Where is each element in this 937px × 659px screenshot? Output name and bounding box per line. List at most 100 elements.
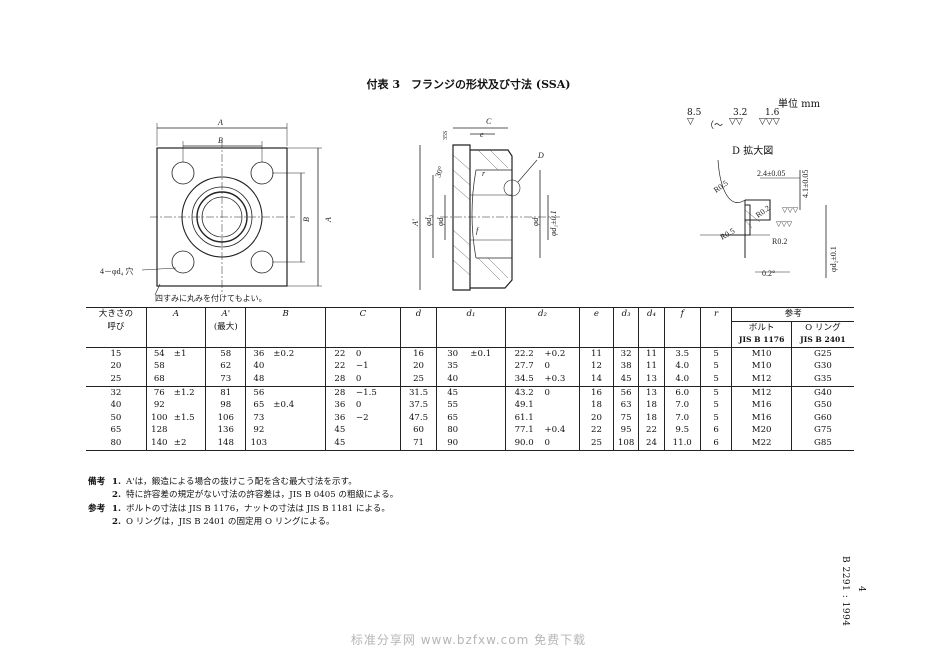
cell-btol <box>271 412 325 425</box>
cell-a1: 136 <box>205 424 246 437</box>
cell-oring: G60 <box>790 411 854 425</box>
cell-c: 36 <box>324 399 354 412</box>
note-text: O リングは，JIS B 2401 の固定用 O リングによる。 <box>126 517 335 528</box>
note-tag: 備考 <box>88 477 106 487</box>
cell-size: 80 <box>86 436 147 451</box>
cell-d: 16 <box>400 347 437 361</box>
cell-bolt: M10 <box>731 347 792 361</box>
th-size-2: 呼び <box>107 322 125 333</box>
cell-r: 5 <box>699 399 732 412</box>
cell-d4: 24 <box>638 436 665 451</box>
cell-d1tol: ±0.1 <box>470 348 492 359</box>
cell-oring: G75 <box>790 424 854 437</box>
cell-a: 68 <box>145 372 172 387</box>
dim-d3-label: φd₃ <box>424 215 433 226</box>
th-d4: d₄ <box>638 307 665 322</box>
cell-a: 58 <box>145 360 172 373</box>
finish-value-b: 3.2 <box>733 108 748 118</box>
finish-paren: （～ <box>705 121 724 131</box>
cell-d1tol <box>468 360 505 373</box>
cell-bolt: M20 <box>731 424 792 437</box>
cell-f: 7.0 <box>663 411 701 425</box>
cell-d4: 13 <box>638 372 665 387</box>
cell-ctol: 0 <box>355 348 362 359</box>
cell-c: 45 <box>324 424 354 437</box>
cell-a: 92 <box>145 399 172 412</box>
th-B: B <box>245 307 326 322</box>
finish-tri-3: ▽▽▽ <box>759 117 780 127</box>
cell-r: 5 <box>699 347 732 361</box>
cell-b: 92 <box>245 424 272 437</box>
detail-finish-1: ▽▽▽ <box>782 206 799 214</box>
cell-d4: 22 <box>638 424 665 437</box>
th-A: A <box>145 307 206 322</box>
cell-c: 36 <box>324 411 354 425</box>
cell-f: 11.0 <box>663 436 701 451</box>
cell-b: 65 <box>245 399 272 412</box>
cell-f: 7.0 <box>663 399 701 412</box>
dim-A1-label: A' <box>411 219 420 227</box>
cell-b: 103 <box>245 436 272 451</box>
cell-d2tol <box>542 399 579 412</box>
cell-d2tol: 0 <box>542 436 580 451</box>
cell-f: 4.0 <box>663 360 701 373</box>
finish-tri-2: ▽▽ <box>729 117 743 127</box>
cell-r: 6 <box>699 436 732 451</box>
cell-d2: 61.1 <box>504 411 543 425</box>
cell-oring: G85 <box>790 436 854 451</box>
th-A1: A' <box>205 307 246 322</box>
cell-d4: 11 <box>638 360 665 373</box>
note-text: A'は，鍛造による場合の抜けこう配を含む最大寸法を示す。 <box>126 477 357 487</box>
cell-d3: 38 <box>612 360 639 373</box>
cell-d2: 90.0 <box>504 436 543 451</box>
cell-d2: 22.2 <box>504 347 543 361</box>
detail-r4-label: R0.2 <box>772 237 787 246</box>
cell-e: 16 <box>579 385 614 400</box>
detail-angle-label: 0.2° <box>762 269 775 278</box>
dim-f-label: f <box>476 226 480 235</box>
front-view <box>141 123 322 296</box>
cell-d1tol <box>468 424 505 437</box>
cell-d1: 65 <box>436 411 469 425</box>
cell-d1tol <box>468 385 506 400</box>
dim-d-left-label: φd <box>436 217 445 226</box>
cell-a1: 62 <box>205 360 246 373</box>
note-row: 2. O リングは，JIS B 2401 の固定用 O リングによる。 <box>88 516 398 529</box>
cell-btol <box>271 436 326 451</box>
detail-D-label: D <box>537 151 544 160</box>
cell-f: 4.0 <box>663 372 701 387</box>
cell-d1tol <box>468 373 505 386</box>
cell-b: 73 <box>245 411 272 425</box>
detail-width-label: 2.4±0.05 <box>757 169 785 178</box>
cell-e: 14 <box>579 372 614 387</box>
th-bolt: ボルト <box>731 321 792 335</box>
cell-e: 20 <box>579 411 614 425</box>
th-oring: O リング <box>790 321 854 335</box>
cell-size: 20 <box>110 361 122 372</box>
detail-height-label: 4.1±0.05 <box>801 170 810 198</box>
th-bolt-std: JIS B 1176 <box>731 334 792 348</box>
cell-d1: 55 <box>436 399 469 412</box>
cell-a: 128 <box>145 424 172 437</box>
page-number: 4 <box>856 586 866 592</box>
finish-value-c: 1.6 <box>765 108 780 118</box>
cell-c: 22 <box>324 347 354 361</box>
dim-e-label: e <box>480 130 484 139</box>
th-A1-sub: (最大) <box>205 321 246 335</box>
cell-e: 25 <box>579 436 614 451</box>
surface-finish-symbols: 8.5 ▽ （～ 3.2 ▽▽ 1.6 ▽▽▽ <box>683 108 813 134</box>
cell-d1: 35 <box>436 360 469 373</box>
cell-a1: 98 <box>205 399 246 412</box>
cell-atol <box>172 399 206 412</box>
angle-label: 30° <box>433 165 445 179</box>
cell-d4: 18 <box>638 399 665 412</box>
note-text: ボルトの寸法は JIS B 1176，ナットの寸法は JIS B 1181 によ… <box>126 503 390 514</box>
cell-d4: 18 <box>638 411 665 425</box>
finish-value-a: 8.5 <box>687 108 702 118</box>
r-label: r <box>482 169 486 178</box>
cell-d: 31.5 <box>400 385 437 400</box>
